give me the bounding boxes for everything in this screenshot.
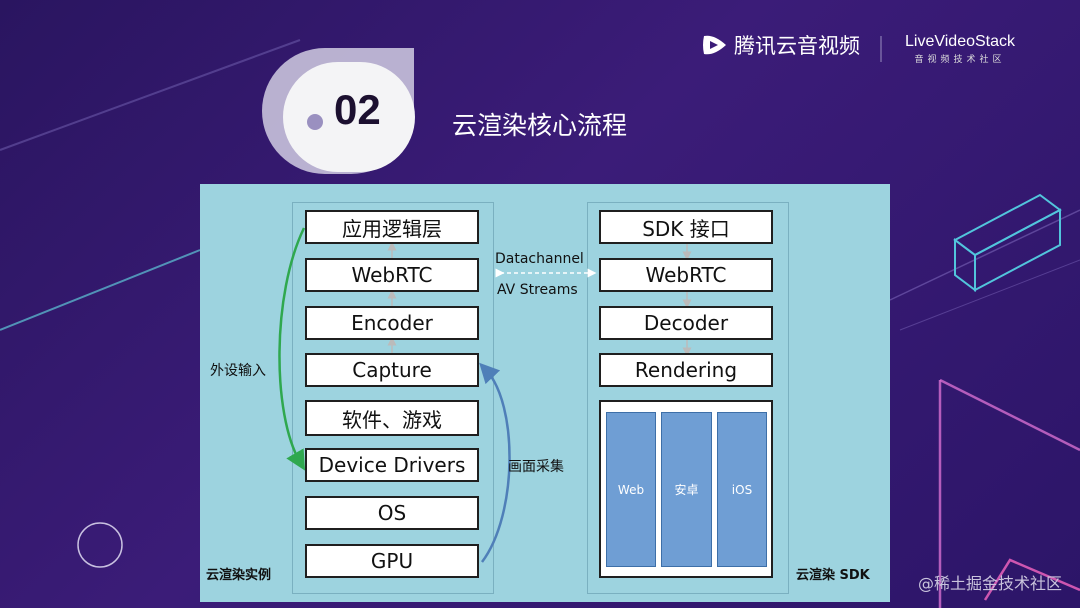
- box-decoder: Decoder: [599, 306, 773, 340]
- label-frame-capture: 画面采集: [508, 459, 564, 475]
- box-device-drivers: Device Drivers: [305, 448, 479, 482]
- platform-android: 安卓: [661, 412, 712, 567]
- tencent-brand-text: 腾讯云音视频: [734, 34, 860, 58]
- right-column-frame: [587, 202, 789, 594]
- label-external-input: 外设输入: [210, 363, 266, 379]
- box-webrtc-left: WebRTC: [305, 258, 479, 292]
- box-gpu: GPU: [305, 544, 479, 578]
- diagram-panel: 应用逻辑层 WebRTC Encoder Capture 软件、游戏 Devic…: [200, 184, 890, 602]
- circle-decoration: [77, 522, 123, 568]
- box-sdk-interface: SDK 接口: [599, 210, 773, 244]
- box-encoder: Encoder: [305, 306, 479, 340]
- section-number: 02: [334, 86, 381, 133]
- label-cloud-render-sdk: 云渲染 SDK: [796, 568, 870, 583]
- badge-circle: [283, 62, 415, 172]
- watermark: @稀土掘金技术社区: [917, 574, 1062, 593]
- platform-ios: iOS: [717, 412, 767, 567]
- cube-decoration: [953, 193, 1062, 292]
- lvs-brand-subtext: 音视频技术社区: [914, 55, 1006, 65]
- lvs-brand: LiveVideoStack 音视频技术社区: [905, 33, 1015, 65]
- platform-web: Web: [606, 412, 656, 567]
- label-av-streams: AV Streams: [497, 282, 578, 298]
- lvs-brand-text: LiveVideoStack: [905, 33, 1015, 50]
- box-capture: Capture: [305, 353, 479, 387]
- label-cloud-render-instance: 云渲染实例: [206, 568, 272, 583]
- diagram-connectors: [278, 227, 692, 563]
- box-app-logic-layer: 应用逻辑层: [305, 210, 479, 244]
- box-software-games: 软件、游戏: [305, 400, 479, 436]
- badge-dot: [307, 114, 323, 130]
- left-column-frame: [292, 202, 494, 594]
- tencent-video-logo-icon: [703, 35, 726, 55]
- box-rendering: Rendering: [599, 353, 773, 387]
- box-webrtc-right: WebRTC: [599, 258, 773, 292]
- box-os: OS: [305, 496, 479, 530]
- section-title: 云渲染核心流程: [452, 111, 628, 140]
- tencent-brand: 腾讯云音视频: [700, 30, 860, 60]
- label-datachannel: Datachannel: [495, 251, 584, 267]
